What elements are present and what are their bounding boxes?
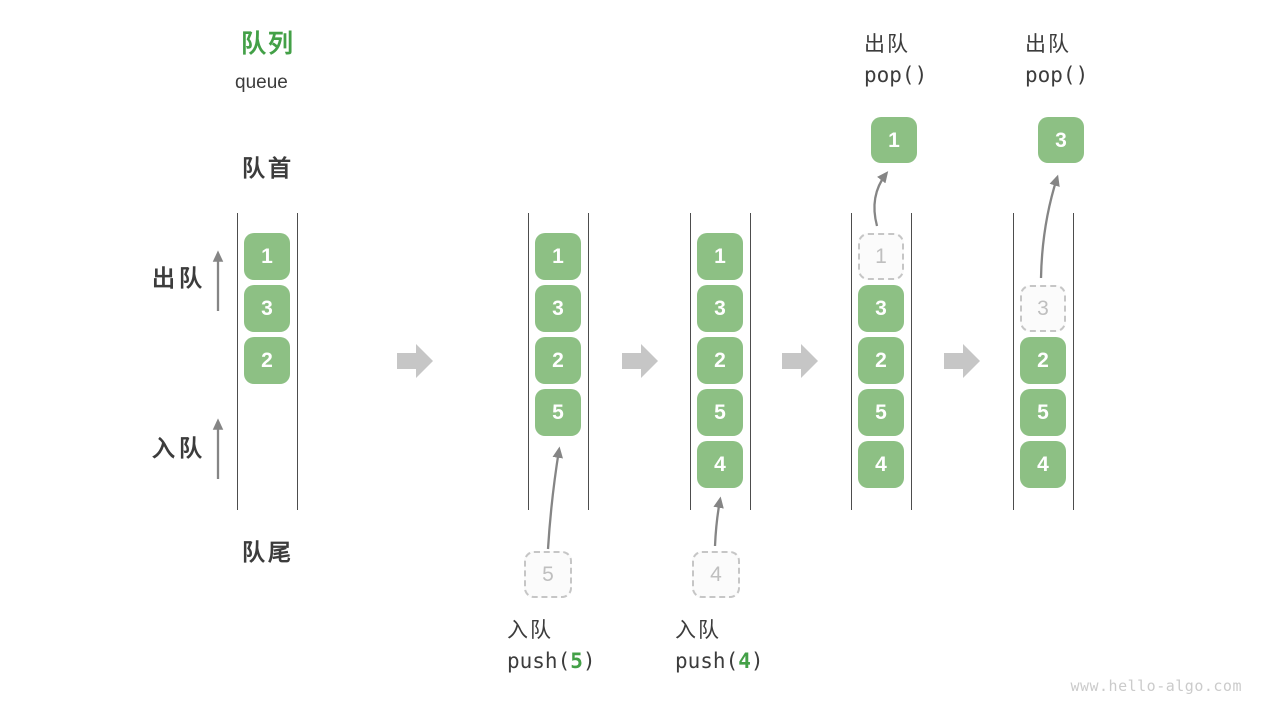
queue-channel-stage-4: 1 3 2 5 4 — [851, 213, 912, 510]
dequeue-op-group-1: 出队 pop() — [864, 34, 927, 86]
enqueue-op-group-4: 入队 push(4) — [675, 620, 764, 672]
stage-transition-arrow-2 — [622, 344, 658, 378]
queue-cell: 5 — [858, 389, 904, 436]
queue-cell: 5 — [697, 389, 743, 436]
queue-cell: 2 — [858, 337, 904, 384]
stage-transition-arrow-1 — [397, 344, 433, 378]
queue-cell: 3 — [858, 285, 904, 332]
dequeued-ghost-cell: 3 — [1020, 285, 1066, 332]
diagram-title-zh: 队列 — [241, 30, 296, 58]
queue-cell: 2 — [244, 337, 290, 384]
queue-cell: 2 — [535, 337, 581, 384]
dequeue-op-label: 出队 — [864, 33, 910, 56]
queue-cell: 5 — [535, 389, 581, 436]
dequeue-op-code: pop() — [1025, 63, 1089, 87]
dequeue-op-label: 出队 — [1025, 33, 1071, 56]
queue-channel-stage-5: 3 2 5 4 — [1013, 213, 1074, 510]
label-queue-rear: 队尾 — [242, 539, 294, 565]
queue-channel-stage-2: 1 3 2 5 — [528, 213, 589, 510]
queue-cell: 1 — [244, 233, 290, 280]
queue-cell: 2 — [1020, 337, 1066, 384]
dequeue-op-group-2: 出队 pop() — [1025, 34, 1088, 86]
queue-cell: 3 — [535, 285, 581, 332]
enqueue-op-label: 入队 — [675, 619, 721, 642]
queue-cell: 4 — [697, 441, 743, 488]
queue-channel-stage-3: 1 3 2 5 4 — [690, 213, 751, 510]
queue-cell: 4 — [858, 441, 904, 488]
label-queue-front: 队首 — [242, 155, 294, 181]
pending-enqueue-box-5: 5 — [524, 551, 572, 598]
enqueue-op-group-5: 入队 push(5) — [507, 620, 596, 672]
stage-transition-arrow-3 — [782, 344, 818, 378]
watermark: www.hello-algo.com — [1070, 677, 1242, 695]
enqueue-op-label: 入队 — [507, 619, 553, 642]
queue-cell: 1 — [535, 233, 581, 280]
queue-cell: 4 — [1020, 441, 1066, 488]
queue-cell: 5 — [1020, 389, 1066, 436]
diagram-title-en: queue — [235, 72, 288, 93]
queue-cell: 3 — [244, 285, 290, 332]
label-dequeue-side: 出队 — [152, 265, 206, 291]
queue-cell: 2 — [697, 337, 743, 384]
label-enqueue-side: 入队 — [152, 435, 206, 461]
popped-value-box-3: 3 — [1038, 117, 1084, 163]
queue-cell: 3 — [697, 285, 743, 332]
queue-cell: 1 — [697, 233, 743, 280]
stage-transition-arrow-4 — [944, 344, 980, 378]
dequeued-ghost-cell: 1 — [858, 233, 904, 280]
queue-channel-stage-1: 1 3 2 — [237, 213, 298, 510]
popped-value-box-1: 1 — [871, 117, 917, 163]
enqueue-op-code: push(5) — [507, 649, 596, 673]
dequeue-op-code: pop() — [864, 63, 928, 87]
pending-enqueue-box-4: 4 — [692, 551, 740, 598]
enqueue-op-code: push(4) — [675, 649, 764, 673]
